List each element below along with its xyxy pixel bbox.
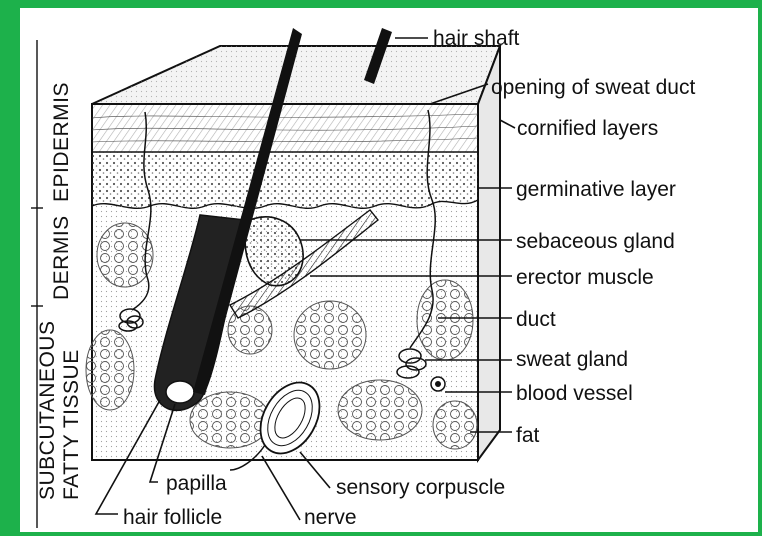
label-papilla: papilla	[166, 472, 227, 495]
cornified-layer-band	[92, 104, 478, 152]
label-cornified-layers: cornified layers	[517, 117, 658, 140]
label-blood-vessel: blood vessel	[516, 382, 633, 405]
epidermis-label: EPIDERMIS	[50, 82, 73, 202]
subcutaneous-label: SUBCUTANEOUS	[36, 321, 59, 500]
dermis-label: DERMIS	[50, 215, 73, 300]
label-sweat-gland: sweat gland	[516, 348, 628, 371]
fatty-tissue-label: FATTY TISSUE	[60, 349, 83, 500]
label-fat: fat	[516, 424, 540, 447]
label-opening-of-sweat-duct: opening of sweat duct	[491, 76, 695, 99]
label-erector-muscle: erector muscle	[516, 266, 654, 289]
papilla-shape	[166, 381, 194, 403]
block-side-face	[478, 46, 500, 460]
skin-block	[86, 28, 500, 470]
layer-labels: EPIDERMIS DERMIS SUBCUTANEOUS FATTY TISS…	[31, 40, 83, 528]
label-hair-shaft: hair shaft	[433, 27, 520, 50]
label-nerve: nerve	[304, 506, 357, 529]
label-hair-follicle: hair follicle	[123, 506, 222, 529]
label-sebaceous-gland: sebaceous gland	[516, 230, 675, 253]
label-sensory-corpuscle: sensory corpuscle	[336, 476, 505, 499]
label-duct: duct	[516, 308, 556, 331]
label-germinative-layer: germinative layer	[516, 178, 676, 201]
